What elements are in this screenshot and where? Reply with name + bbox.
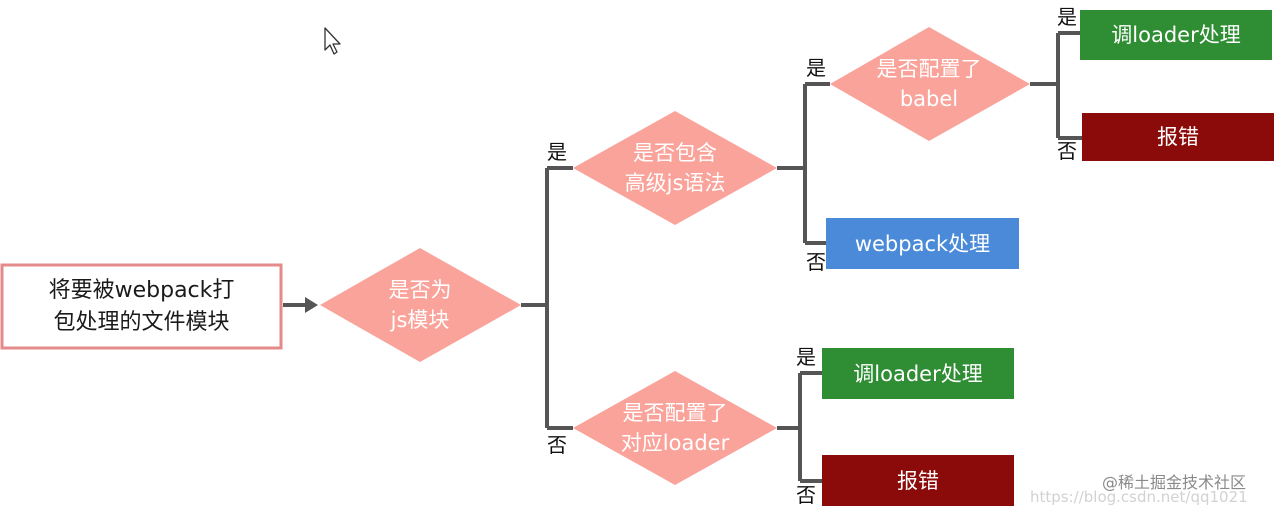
branch-label-yes: 是 [1057,5,1077,29]
branch-label-no: 否 [796,483,816,507]
branch-label-no: 否 [1057,139,1077,163]
connector-is-js-trunk [521,166,573,430]
branch-label-yes: 是 [547,140,567,164]
decision-loader-label: 是否配置了 对应loader [620,401,730,455]
connector-syntax-trunk [777,82,830,245]
start-arrowhead [305,297,318,313]
decision-loader-diamond [573,371,777,485]
branch-label-yes: 是 [806,56,826,80]
result-error-bottom-box [822,455,1014,506]
result-loader-bottom-label: 调loader处理 [853,361,983,386]
watermark-url: https://blog.csdn.net/qq1021 [1030,488,1248,506]
decision-advanced-syntax-label: 是否包含 高级js语法 [624,141,726,195]
decision-is-js-diamond [320,248,521,362]
result-webpack-box [826,218,1019,269]
decision-babel-label: 是否配置了 babel [876,57,982,111]
result-webpack-label: webpack处理 [854,231,991,256]
result-error-bottom-label: 报错 [897,468,939,493]
start-box-label: 将要被webpack打 包处理的文件模块 [48,277,235,335]
branch-label-yes: 是 [796,345,816,369]
decision-advanced-syntax-diamond [573,111,777,225]
connector-babel-trunk [1030,31,1082,140]
result-error-top-box [1082,113,1274,161]
start-box [0,263,283,350]
decision-babel-diamond [830,27,1030,141]
decision-is-js-label: 是否为 js模块 [388,278,452,332]
result-error-top-label: 报错 [1157,125,1199,149]
connector-loader-trunk [777,371,822,483]
branch-label-no: 否 [547,433,567,457]
connector-lines [283,31,1082,483]
result-loader-top-box [1080,10,1272,60]
mouse-pointer-icon [324,27,341,55]
result-loader-bottom-box [822,348,1014,399]
watermark-brand: @稀土掘金技术社区 [1102,473,1247,492]
branch-label-no: 否 [806,250,826,274]
result-loader-top-label: 调loader处理 [1111,23,1241,47]
